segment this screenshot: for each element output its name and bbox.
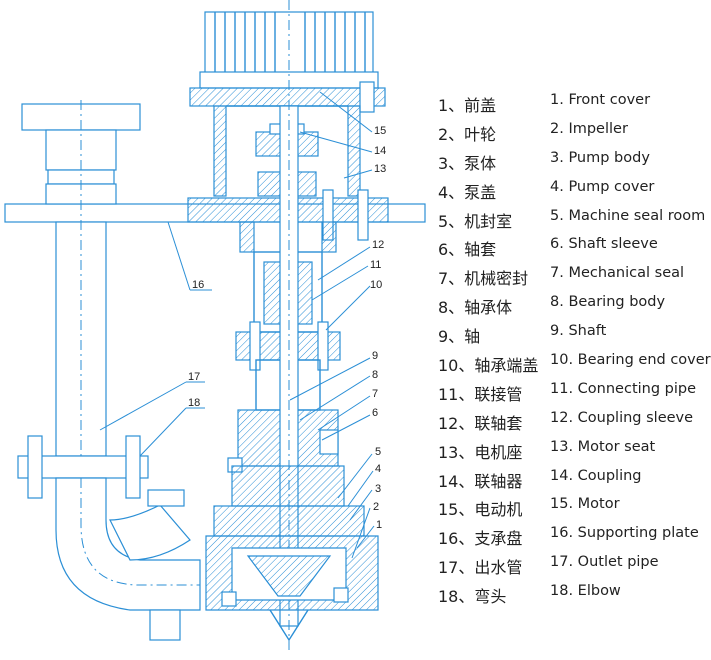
- legend-en: 13. Motor seat: [550, 438, 656, 455]
- legend-row: 6、轴套 6. Shaft sleeve: [438, 232, 700, 261]
- legend-row: 5、机封室 5. Machine seal room: [438, 204, 705, 233]
- legend-zh: 8、轴承体: [438, 298, 513, 318]
- legend-row: 3、泵体 3. Pump body: [438, 146, 700, 175]
- legend-en: 3. Pump body: [550, 149, 650, 166]
- callout-11: 11: [370, 259, 381, 271]
- legend-zh: 14、联轴器: [438, 471, 523, 491]
- callout-10: 10: [370, 279, 382, 291]
- legend-row: 4、泵盖 4. Pump cover: [438, 175, 700, 204]
- motor-seat: [213, 105, 361, 197]
- callout-12: 12: [372, 239, 384, 251]
- legend-row: 10、轴承端盖 10. Bearing end cover: [438, 348, 711, 377]
- legend-row: 14、联轴器 14. Coupling: [438, 464, 700, 493]
- legend-zh: 6、轴套: [438, 240, 497, 260]
- legend-zh: 16、支承盘: [438, 529, 523, 549]
- legend-row: 17、出水管 17. Outlet pipe: [438, 550, 700, 579]
- legend-en: 16. Supporting plate: [550, 525, 699, 542]
- legend-row: 7、机械密封 7. Mechanical seal: [438, 261, 700, 290]
- legend-row: 15、电动机 15. Motor: [438, 492, 700, 521]
- legend-zh: 18、弯头: [438, 587, 507, 607]
- legend-zh: 3、泵体: [438, 153, 497, 173]
- legend-en: 15. Motor: [550, 496, 620, 513]
- legend-zh: 7、机械密封: [438, 269, 529, 289]
- callout-6: 6: [372, 407, 378, 419]
- legend-en: 9. Shaft: [550, 323, 607, 340]
- elbow: [55, 477, 201, 641]
- legend-zh: 5、机封室: [438, 211, 513, 231]
- callout-1: 1: [376, 519, 382, 531]
- pump-body: [205, 465, 379, 642]
- legend-zh: 10、轴承端盖: [438, 356, 539, 376]
- legend-en: 11. Connecting pipe: [550, 380, 697, 397]
- legend-zh: 12、联轴套: [438, 413, 523, 433]
- legend-en: 14. Coupling: [550, 467, 642, 484]
- callout-15: 15: [374, 125, 386, 137]
- callout-numbers: 1 2 3 4 5 6 7 8 9 10 11 12 13 14 15 16 1…: [188, 125, 386, 531]
- legend-row: 12、联轴套 12. Coupling sleeve: [438, 406, 700, 435]
- legend-zh: 11、联接管: [438, 384, 523, 404]
- legend-row: 2、叶轮 2. Impeller: [438, 117, 700, 146]
- callout-5: 5: [375, 446, 381, 458]
- callout-17: 17: [188, 371, 200, 383]
- legend-en: 6. Shaft sleeve: [550, 236, 658, 253]
- legend-en: 18. Elbow: [550, 583, 621, 600]
- callout-8: 8: [372, 369, 378, 381]
- legend-en: 17. Outlet pipe: [550, 554, 659, 571]
- legend-en: 2. Impeller: [550, 120, 628, 137]
- legend-zh: 17、出水管: [438, 558, 523, 578]
- legend-row: 1、前盖 1. Front cover: [438, 88, 700, 117]
- legend-en: 4. Pump cover: [550, 178, 655, 195]
- legend-zh: 13、电机座: [438, 442, 523, 462]
- legend-row: 11、联接管 11. Connecting pipe: [438, 377, 700, 406]
- callout-14: 14: [374, 145, 386, 157]
- legend-en: 5. Machine seal room: [550, 207, 706, 224]
- callout-leaders: [99, 91, 375, 559]
- legend-en: 8. Bearing body: [550, 294, 666, 311]
- legend-row: 18、弯头 18. Elbow: [438, 579, 700, 608]
- callout-13: 13: [374, 163, 386, 175]
- outlet-pipe: [17, 100, 149, 530]
- callout-16: 16: [192, 279, 204, 291]
- callout-4: 4: [375, 463, 381, 475]
- callout-9: 9: [372, 350, 378, 362]
- legend-zh: 1、前盖: [438, 96, 497, 115]
- callout-3: 3: [375, 483, 381, 495]
- legend-zh: 2、叶轮: [438, 124, 497, 144]
- legend-row: 13、电机座 13. Motor seat: [438, 435, 700, 464]
- legend-row: 16、支承盘 16. Supporting plate: [438, 521, 700, 550]
- callout-18: 18: [188, 397, 200, 409]
- legend-en: 7. Mechanical seal: [550, 265, 685, 282]
- callout-7: 7: [372, 388, 378, 400]
- callout-2: 2: [373, 501, 379, 513]
- legend-en: 10. Bearing end cover: [550, 352, 711, 369]
- legend-zh: 15、电动机: [438, 500, 523, 520]
- legend-en: 1. Front cover: [550, 92, 651, 108]
- legend-zh: 4、泵盖: [438, 182, 497, 202]
- legend-zh: 9、轴: [438, 327, 481, 347]
- legend-row: 9、轴 9. Shaft: [438, 319, 700, 348]
- legend-row: 8、轴承体 8. Bearing body: [438, 290, 700, 319]
- legend-en: 12. Coupling sleeve: [550, 409, 694, 426]
- motor: [189, 11, 386, 113]
